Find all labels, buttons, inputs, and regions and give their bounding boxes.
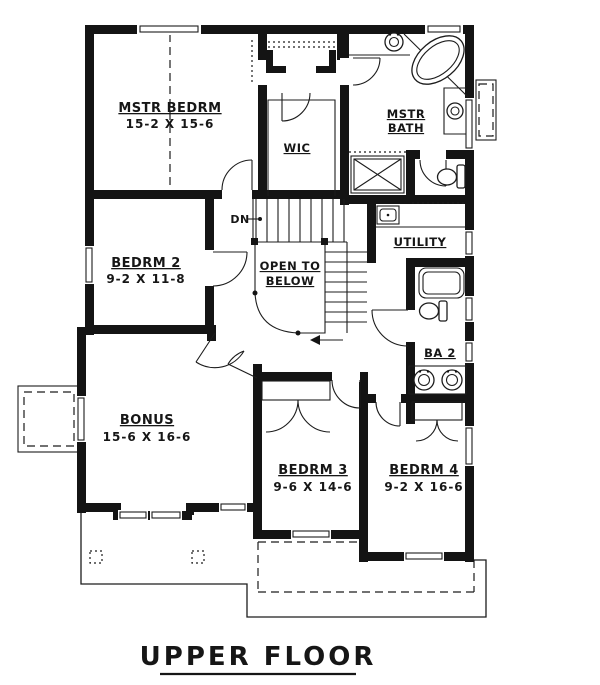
mstr-bath-sink: [384, 32, 404, 52]
mstr-shower: [349, 151, 406, 194]
bay-window-seat-dashed: [23, 391, 75, 447]
mstr-bedrm-dims: 15-2 X 15-6: [126, 117, 215, 131]
bedrm3-closet: [261, 380, 331, 401]
window: [291, 529, 331, 540]
window: [137, 24, 201, 35]
bonus-double-doors: [195, 332, 258, 379]
plan-title-text: UPPER FLOOR: [140, 642, 377, 672]
window: [464, 341, 475, 363]
ba2-label: BA 2: [424, 346, 456, 360]
utility-counter: [376, 202, 465, 228]
ba2-shower: [418, 267, 465, 299]
window: [404, 551, 444, 562]
bedrm4-closet-doors: [415, 419, 459, 442]
mstr-bath-label-line2: BATH: [388, 121, 424, 135]
mstr-bath-door: [352, 57, 381, 86]
chimney-box: [475, 79, 497, 141]
ceiling-break-lines: [169, 34, 253, 196]
open-to-below-line1: OPEN TO: [260, 259, 321, 273]
bedrm2-door: [212, 251, 248, 287]
roof-porch-outlines: [17, 79, 497, 618]
wic-label: WIC: [284, 141, 311, 155]
bedrm3-label: BEDRM 3: [278, 463, 348, 478]
ba2-toilet: [418, 300, 448, 322]
landing-closet-shelf: [268, 41, 338, 48]
bedrm3-closet-doors: [265, 399, 331, 433]
dn-label: DN: [230, 213, 249, 226]
porch-post: [89, 550, 103, 564]
porch-outline: [80, 513, 487, 618]
bedrm3-door: [331, 379, 361, 409]
bedrm4-closet: [411, 401, 463, 421]
stair-treads-upper: [255, 199, 345, 242]
window: [464, 296, 475, 322]
fixtures: [261, 32, 469, 421]
room-labels: MSTR BEDRM 15-2 X 15-6 WIC MSTR BATH BED…: [103, 101, 463, 494]
window: [76, 396, 87, 442]
window: [464, 426, 475, 466]
window: [464, 98, 475, 150]
mstr-bath-label-line1: MSTR: [387, 107, 425, 121]
bedrm2-dims: 9-2 X 11-8: [106, 272, 185, 286]
bedrm4-door: [375, 401, 401, 427]
open-to-below-railing: [251, 238, 328, 336]
window: [425, 24, 463, 35]
doors: [195, 57, 459, 442]
window: [118, 510, 148, 521]
bonus-label: BONUS: [120, 413, 174, 428]
ba2-vanity: [408, 365, 467, 395]
window: [464, 230, 475, 256]
wic-shelving: [267, 99, 336, 196]
stair-treads-lower: [325, 251, 367, 323]
bedrm4-dims: 9-2 X 16-6: [384, 480, 463, 494]
chimney-box-dashed: [478, 83, 494, 137]
mstr-bedrm-door: [221, 159, 253, 191]
porch-post: [191, 550, 205, 564]
bedrm3-dims: 9-6 X 14-6: [273, 480, 352, 494]
window: [150, 510, 182, 521]
plan-title: UPPER FLOOR: [140, 642, 377, 676]
bonus-dims: 15-6 X 16-6: [103, 430, 192, 444]
vanity-counter-right: [443, 87, 466, 135]
mstr-bedrm-label: MSTR BEDRM: [118, 101, 221, 116]
open-to-below-line2: BELOW: [266, 274, 315, 288]
door-gaps: [204, 58, 446, 404]
corner-tub: [403, 33, 469, 98]
window: [219, 502, 247, 513]
mstr-toilet: [436, 164, 466, 189]
dn-leader: [247, 217, 262, 221]
windows: [76, 24, 475, 562]
wic-door: [281, 92, 311, 122]
bedrm4-label: BEDRM 4: [389, 463, 459, 478]
window: [84, 246, 95, 284]
stairs: [247, 199, 367, 345]
utility-label: UTILITY: [394, 235, 447, 249]
bay-window-seat: [17, 385, 81, 453]
ba2-hall-door: [371, 309, 409, 347]
stair-down-arrow: [310, 335, 343, 345]
bedrm2-label: BEDRM 2: [111, 256, 181, 271]
